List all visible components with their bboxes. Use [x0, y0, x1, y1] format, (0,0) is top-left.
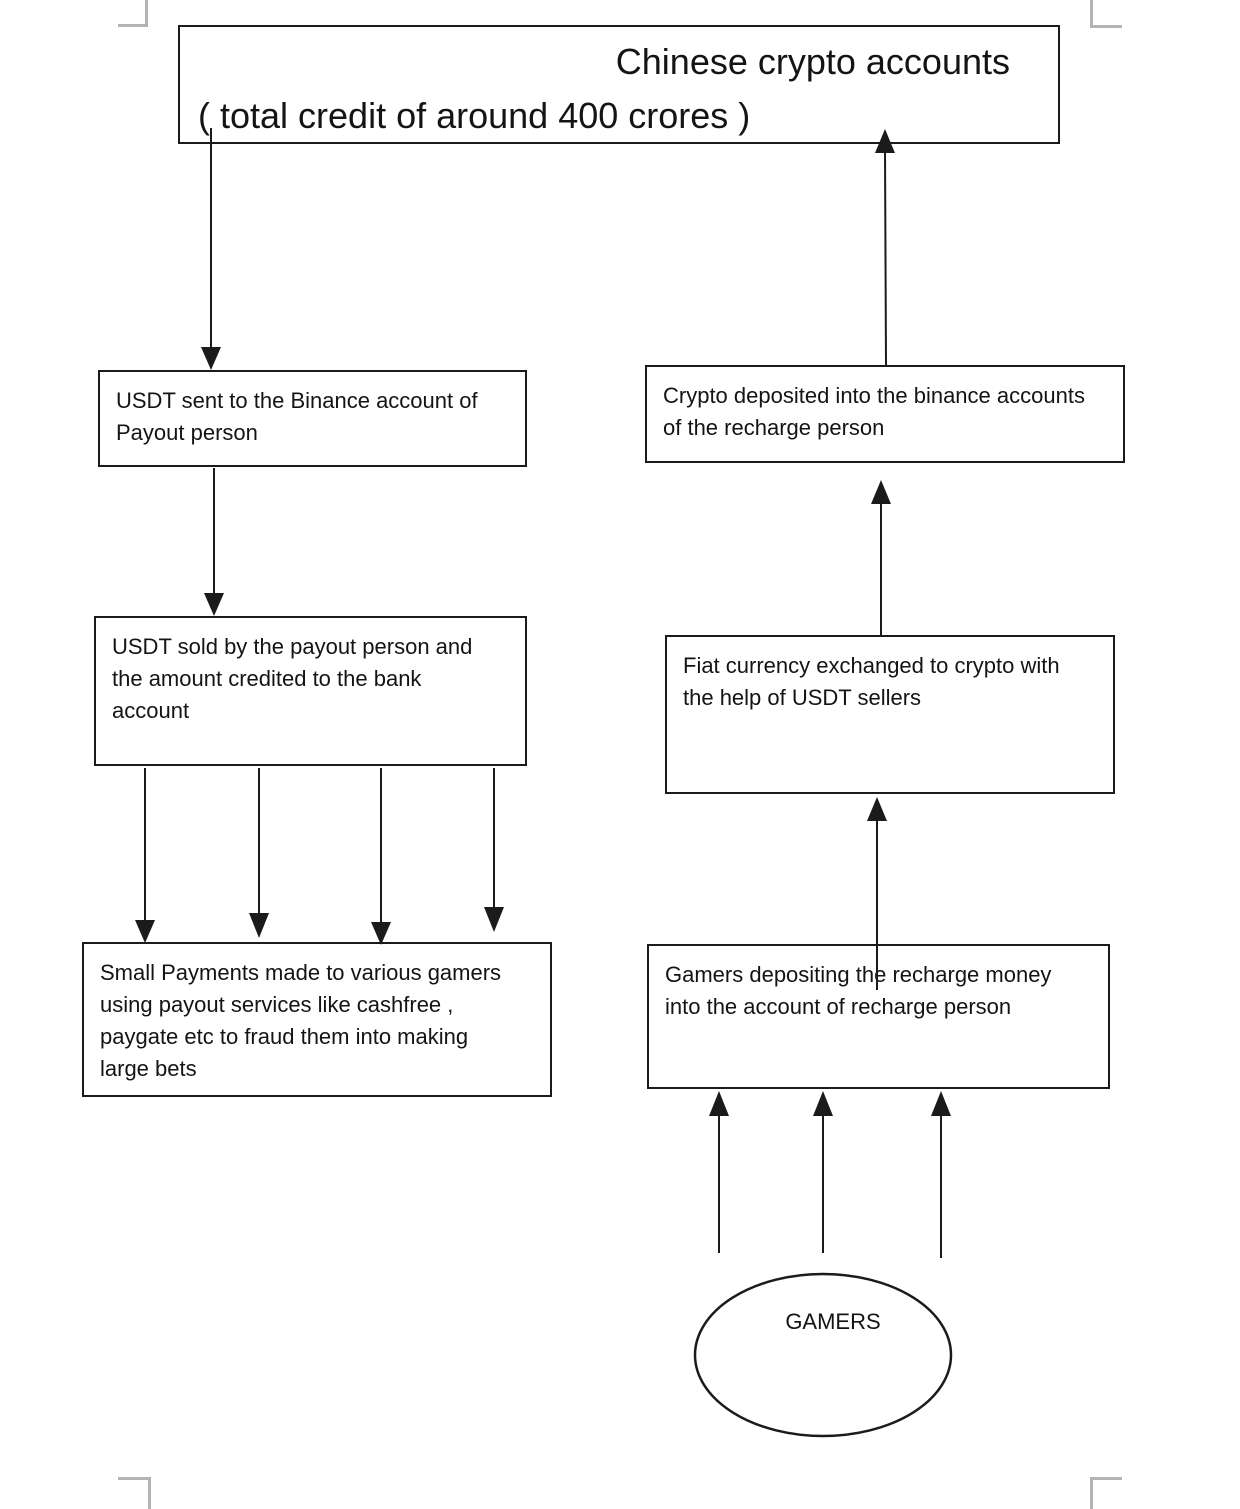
arrow-fiat-to-crypto-deposited — [871, 480, 891, 635]
node-usdt-sent: USDT sent to the Binance account of Payo… — [98, 370, 527, 467]
arrow-usdt-sold-to-small-payments-4 — [484, 768, 504, 932]
arrow-usdt-sold-to-small-payments-1 — [135, 768, 155, 943]
node-text-line: the amount credited to the bank — [112, 666, 422, 691]
corner-mark-bottom-left — [118, 1477, 151, 1509]
node-text-line: Fiat currency exchanged to crypto with — [683, 653, 1060, 678]
node-text-line: of the recharge person — [663, 415, 885, 440]
node-text-line: Gamers depositing the recharge money — [665, 962, 1052, 987]
node-usdt-sold: USDT sold by the payout person and the a… — [94, 616, 527, 766]
arrow-gamers-to-depositing-1 — [709, 1091, 729, 1253]
arrow-crypto-deposited-to-title — [875, 129, 895, 366]
node-text-line: large bets — [100, 1056, 197, 1081]
corner-mark-top-left — [118, 0, 148, 27]
arrow-usdt-sold-to-small-payments-2 — [249, 768, 269, 938]
arrow-usdt-sold-to-small-payments-3 — [371, 768, 391, 945]
arrow-title-to-usdt-sent — [201, 128, 221, 370]
arrow-gamers-to-depositing-2 — [813, 1091, 833, 1253]
node-text-line: the help of USDT sellers — [683, 685, 922, 710]
node-text-line: account — [112, 698, 190, 723]
arrow-gamers-to-depositing-3 — [931, 1091, 951, 1258]
node-text-line: USDT sent to the Binance account of — [116, 388, 478, 413]
title-line: Chinese crypto accounts — [615, 41, 1010, 82]
subtitle-line: ( total credit of around 400 crores ) — [198, 95, 751, 136]
node-text-line: Small Payments made to various gamers — [100, 960, 502, 985]
node-crypto-deposited: Crypto deposited into the binance accoun… — [645, 365, 1125, 463]
node-small-payments: Small Payments made to various gamers us… — [82, 942, 552, 1097]
node-text-line: USDT sold by the payout person and — [112, 634, 473, 659]
node-gamers-depositing: Gamers depositing the recharge money int… — [647, 944, 1110, 1089]
node-text-line: using payout services like cashfree , — [100, 992, 454, 1017]
node-text-line: into the account of recharge person — [665, 994, 1012, 1019]
arrow-usdt-sent-to-usdt-sold — [204, 468, 224, 616]
gamers-ellipse — [693, 1272, 953, 1438]
node-text-line: Crypto deposited into the binance accoun… — [663, 383, 1085, 408]
node-text-line: Payout person — [116, 420, 258, 445]
gamers-label: GAMERS — [785, 1309, 881, 1334]
node-fiat-exchanged: Fiat currency exchanged to crypto with t… — [665, 635, 1115, 794]
corner-mark-top-right — [1090, 0, 1122, 28]
corner-mark-bottom-right — [1090, 1477, 1122, 1509]
node-text-line: paygate etc to fraud them into making — [100, 1024, 469, 1049]
node-chinese-crypto-accounts: Chinese crypto accounts ( total credit o… — [178, 25, 1060, 144]
